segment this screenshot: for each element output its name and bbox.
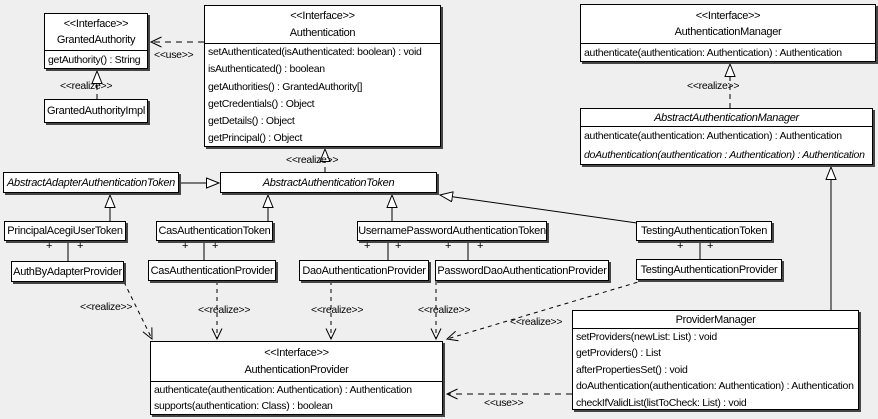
edge-label-realize: <<realize>> [418,304,471,316]
method-label: getProviders() : List [576,347,661,360]
edge-label-realize: <<realize>> [311,304,364,316]
multiplicity-label: + [477,240,484,252]
edge-label-realize: <<realize>> [198,304,251,316]
method-label: getAuthority() : String [48,54,141,66]
class-abstract-authentication-token[interactable]: AbstractAuthenticationToken [220,172,437,193]
generalization-testing-token [440,195,638,224]
class-cas-authentication-token[interactable]: CasAuthenticationToken [156,221,273,241]
class-authentication-manager[interactable]: <<Interface>> AuthenticationManager auth… [580,4,876,62]
class-principal-acegi-user-token[interactable]: PrincipalAcegiUserToken [4,221,126,241]
class-password-dao-authentication-provider[interactable]: PasswordDaoAuthenticationProvider [435,260,609,281]
class-testing-authentication-token[interactable]: TestingAuthenticationToken [636,221,772,241]
method-label: authenticate(authentication: Authenticat… [584,47,842,59]
method-label: authenticate(authentication: Authenticat… [584,130,842,142]
edge-label-realize: <<realize>> [286,154,339,166]
method-label: authenticate(authentication: Authenticat… [154,384,412,396]
method-label: checkIfValidList(listToCheck: List) : vo… [576,396,747,409]
multiplicity-label: + [677,240,684,252]
class-name: AbstractAdapterAuthenticationToken [7,176,175,189]
class-name: GrantedAuthority [56,34,136,46]
class-granted-authority-impl[interactable]: GrantedAuthorityImpl [44,99,148,123]
class-name: AbstractAuthenticationToken [262,176,395,189]
method-label: afterPropertiesSet() : void [576,363,688,376]
method-label: getAuthorities() : GrantedAuthority[] [208,80,363,93]
class-name: AbstractAuthenticationManager [654,111,799,124]
class-name: TestingAuthenticationProvider [640,263,778,276]
method-label: isAuthenticated() : boolean [208,63,325,76]
multiplicity-label: + [445,240,452,252]
class-name: UsernamePasswordAuthenticationToken [358,225,546,237]
class-name: AuthenticationProvider [244,364,349,376]
class-name: TestingAuthenticationToken [640,225,768,237]
realize-testing-provider [445,279,646,342]
method-label: setAuthenticated(isAuthenticated: boolea… [208,46,422,58]
class-name: Authentication [289,26,356,39]
realize-auth-by-adapter-provider [123,281,153,341]
class-cas-authentication-provider[interactable]: CasAuthenticationProvider [148,260,276,281]
edge-label-realize: <<realize>> [60,80,113,92]
edge-label-use: <<use>> [154,49,194,61]
method-label: doAuthentication(authentication : Authen… [584,149,865,162]
multiplicity-label: + [212,240,219,252]
multiplicity-label: + [46,240,53,252]
method-label: getCredentials() : Object [208,97,315,110]
class-abstract-adapter-authentication-token[interactable]: AbstractAdapterAuthenticationToken [3,172,179,193]
class-name: CasAuthenticationToken [158,225,271,237]
class-name: PrincipalAcegiUserToken [7,225,123,237]
class-testing-authentication-provider[interactable]: TestingAuthenticationProvider [636,259,782,280]
stereotype-label: <<Interface>> [264,347,329,359]
method-label: setProviders(newList: List) : void [576,331,717,343]
multiplicity-label: + [707,240,714,252]
edge-label-use: <<use>> [484,397,524,409]
class-abstract-authentication-manager[interactable]: AbstractAuthenticationManager authentica… [580,108,873,165]
edge-label-realize: <<realize>> [687,80,740,92]
class-name: ProviderManager [675,313,756,326]
multiplicity-label: + [364,240,371,252]
method-label: getPrincipal() : Object [208,132,303,145]
class-name: GrantedAuthorityImpl [47,105,145,117]
class-name: AuthenticationManager [674,26,782,39]
method-label: getDetails() : Object [208,115,295,128]
method-label: doAuthentication(authentication: Authent… [576,380,854,393]
class-name: CasAuthenticationProvider [150,264,274,277]
multiplicity-label: + [182,240,189,252]
edge-label-realize: <<realize>> [80,301,133,313]
class-name: AuthByAdapterProvider [13,265,122,278]
multiplicity-label: + [395,240,402,252]
class-authentication-provider[interactable]: <<Interface>> AuthenticationProvider aut… [150,341,443,415]
class-granted-authority[interactable]: <<Interface>> GrantedAuthority getAuthor… [44,13,148,69]
class-dao-authentication-provider[interactable]: DaoAuthenticationProvider [299,260,429,281]
edge-label-realize: <<realize>> [510,316,563,328]
method-label: supports(authentication: Class) : boolea… [154,400,333,413]
class-provider-manager[interactable]: ProviderManager setProviders(newList: Li… [572,310,859,410]
class-username-password-authentication-token[interactable]: UsernamePasswordAuthenticationToken [357,221,547,241]
stereotype-label: <<Interface>> [290,10,355,23]
class-name: PasswordDaoAuthenticationProvider [437,264,607,277]
multiplicity-label: + [77,240,84,252]
class-authentication[interactable]: <<Interface>> Authentication setAuthenti… [204,5,441,147]
stereotype-label: <<Interface>> [695,9,761,22]
class-auth-by-adapter-provider[interactable]: AuthByAdapterProvider [11,261,124,282]
class-name: DaoAuthenticationProvider [302,264,426,277]
stereotype-label: <<Interface>> [63,18,129,30]
